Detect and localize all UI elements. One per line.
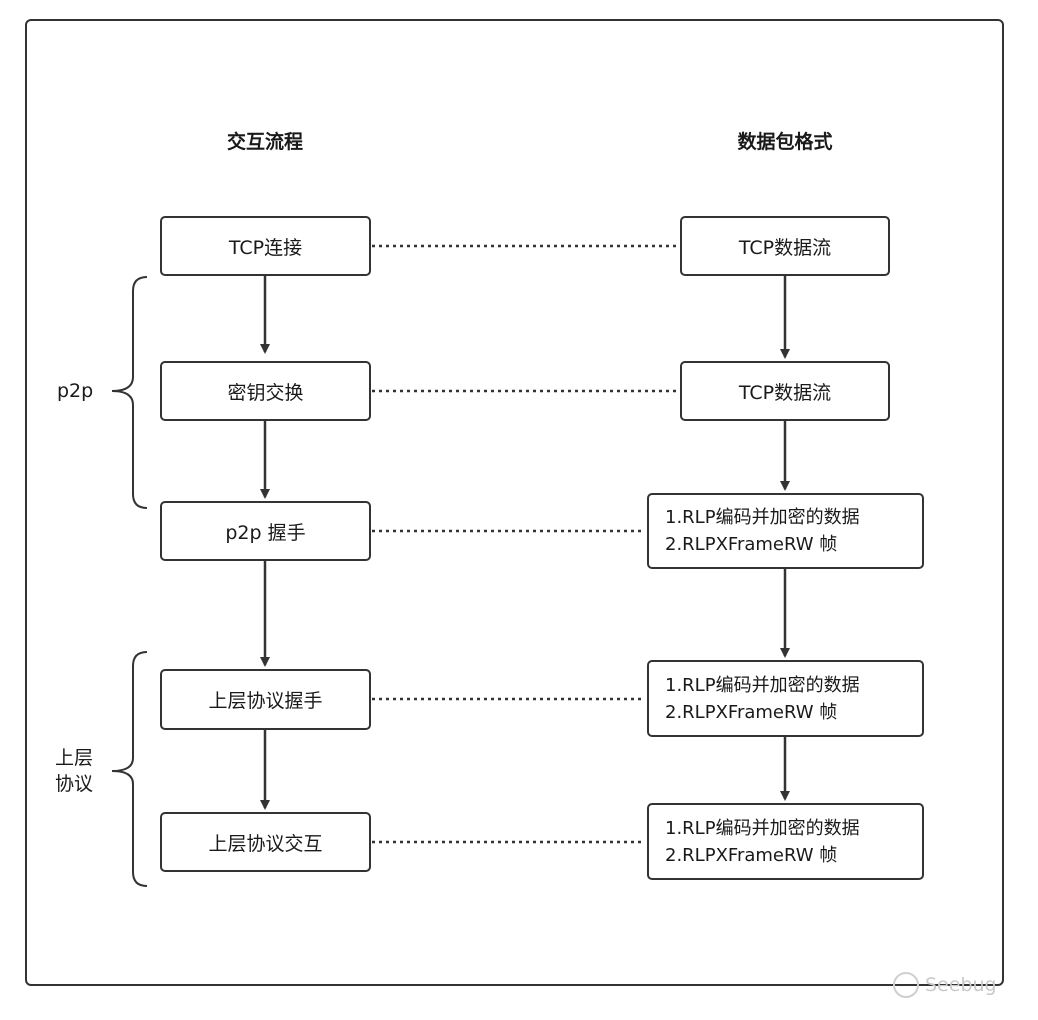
flow-box-tcp-connect: TCP连接 bbox=[160, 216, 371, 276]
packet-box-rlp-3: 1.RLP编码并加密的数据 2.RLPXFrameRW 帧 bbox=[647, 803, 924, 880]
upper-protocol-label-line1: 上层 bbox=[55, 747, 94, 769]
p2p-brace bbox=[111, 276, 148, 509]
seebug-watermark-text: Seebug bbox=[925, 974, 997, 996]
seebug-logo-icon bbox=[893, 972, 919, 998]
packet-box-rlp-2-line1: 1.RLP编码并加密的数据 bbox=[665, 674, 860, 696]
dotted-connectors bbox=[372, 244, 678, 844]
flow-box-upper-interaction: 上层协议交互 bbox=[160, 812, 371, 872]
flow-box-p2p-handshake: p2p 握手 bbox=[160, 501, 371, 561]
packet-box-rlp-1-line2: 2.RLPXFrameRW 帧 bbox=[665, 534, 838, 555]
packet-box-tcp-stream-1: TCP数据流 bbox=[680, 216, 890, 276]
packet-column-header: 数据包格式 bbox=[737, 131, 833, 153]
packet-box-rlp-2-line2: 2.RLPXFrameRW 帧 bbox=[665, 701, 838, 723]
flow-box-upper-handshake: 上层协议握手 bbox=[160, 669, 371, 730]
packet-box-rlp-2: 1.RLP编码并加密的数据 2.RLPXFrameRW 帧 bbox=[647, 660, 924, 737]
p2p-group-label: p2p bbox=[57, 380, 94, 402]
packet-box-rlp-3-line2: 2.RLPXFrameRW 帧 bbox=[665, 844, 838, 866]
packet-box-rlp-3-line1: 1.RLP编码并加密的数据 bbox=[665, 817, 860, 839]
upper-protocol-label-line2: 协议 bbox=[55, 773, 94, 795]
packet-box-tcp-stream-2: TCP数据流 bbox=[680, 361, 890, 421]
flow-box-key-exchange: 密钥交换 bbox=[160, 361, 371, 421]
diagram-frame bbox=[25, 19, 1004, 986]
packet-box-rlp-1: 1.RLP编码并加密的数据 2.RLPXFrameRW 帧 bbox=[647, 493, 924, 569]
seebug-watermark: Seebug bbox=[893, 972, 997, 998]
upper-protocol-brace bbox=[111, 651, 148, 887]
flow-column-header: 交互流程 bbox=[226, 131, 303, 153]
packet-box-rlp-1-line1: 1.RLP编码并加密的数据 bbox=[665, 507, 860, 528]
upper-protocol-group-label: 上层 协议 bbox=[55, 745, 93, 797]
